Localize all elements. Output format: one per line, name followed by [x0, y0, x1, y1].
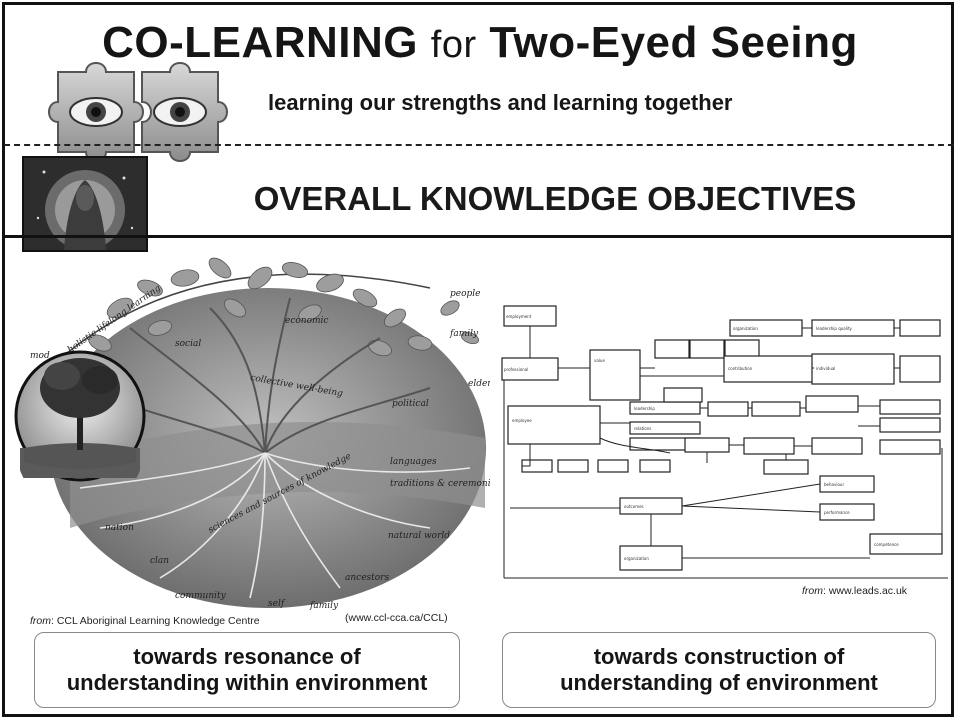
left-caption-line2: understanding within environment [66, 670, 428, 695]
right-credit: from: www.leads.ac.uk [802, 585, 907, 597]
page-title: CO-LEARNING for Two-Eyed Seeing [0, 18, 960, 68]
label-community: community [175, 591, 227, 601]
right-caption-line1: towards construction of [593, 644, 845, 669]
svg-text:performance: performance [824, 510, 850, 515]
right-caption-line2: understanding of environment [560, 670, 878, 695]
label-natural: natural world [388, 531, 450, 541]
label-economic: economic [285, 316, 328, 326]
svg-text:leadership: leadership [634, 406, 655, 411]
holistic-learning-tree-diagram: holistic lifelong learning social econom… [14, 257, 490, 610]
svg-text:behaviour: behaviour [824, 482, 844, 487]
svg-text:value: value [594, 358, 605, 363]
leadership-flow-diagram: employment professional value organizati… [501, 305, 948, 579]
tree-photo-inset [14, 350, 146, 482]
title-part2: Two-Eyed Seeing [489, 18, 858, 67]
label-languages: languages [390, 457, 437, 467]
label-fami: family [449, 329, 479, 339]
right-credit-text: : www.leads.ac.uk [823, 585, 908, 597]
svg-text:leadership quality: leadership quality [816, 326, 853, 331]
subtitle: learning our strengths and learning toge… [268, 90, 733, 115]
right-credit-from: from [802, 585, 823, 597]
section-divider [4, 235, 954, 238]
svg-text:employee: employee [512, 418, 532, 423]
left-credit-text: : CCL Aboriginal Learning Knowledge Cent… [51, 615, 260, 627]
svg-text:relations: relations [634, 426, 651, 431]
label-ancestors: ancestors [345, 573, 389, 583]
label-political: political [392, 399, 429, 409]
label-people: people [450, 289, 480, 299]
svg-text:contribution: contribution [728, 366, 753, 371]
right-caption-box: towards construction of understanding of… [502, 632, 936, 708]
svg-text:individual: individual [816, 366, 835, 371]
svg-text:professional: professional [504, 367, 528, 372]
label-nation: nation [105, 523, 134, 533]
svg-text:employment: employment [506, 314, 532, 319]
svg-text:competence: competence [874, 542, 899, 547]
section-title: OVERALL KNOWLEDGE OBJECTIVES [253, 180, 857, 217]
title-for: for [430, 24, 477, 66]
left-caption-box: towards resonance of understanding withi… [34, 632, 460, 708]
svg-text:organization: organization [624, 556, 649, 561]
label-traditions: traditions & ceremonies [390, 479, 490, 489]
label-social: social [175, 339, 201, 349]
left-credit-url: (www.ccl-cca.ca/CCL) [345, 612, 448, 624]
title-part1: CO-LEARNING [102, 18, 419, 67]
label-clan: clan [150, 556, 169, 566]
label-self: self [268, 599, 286, 609]
svg-text:outcomes: outcomes [624, 504, 644, 509]
label-elder: elders [468, 379, 490, 389]
left-credit: from: CCL Aboriginal Learning Knowledge … [30, 615, 260, 627]
left-caption-line1: towards resonance of [133, 644, 361, 669]
puzzle-eyes-icon [48, 62, 228, 162]
left-credit-from: from [30, 615, 51, 627]
label-mod: mod [30, 351, 50, 361]
svg-text:organization: organization [733, 326, 758, 331]
header-divider [4, 144, 954, 146]
label-family: family [309, 601, 339, 610]
